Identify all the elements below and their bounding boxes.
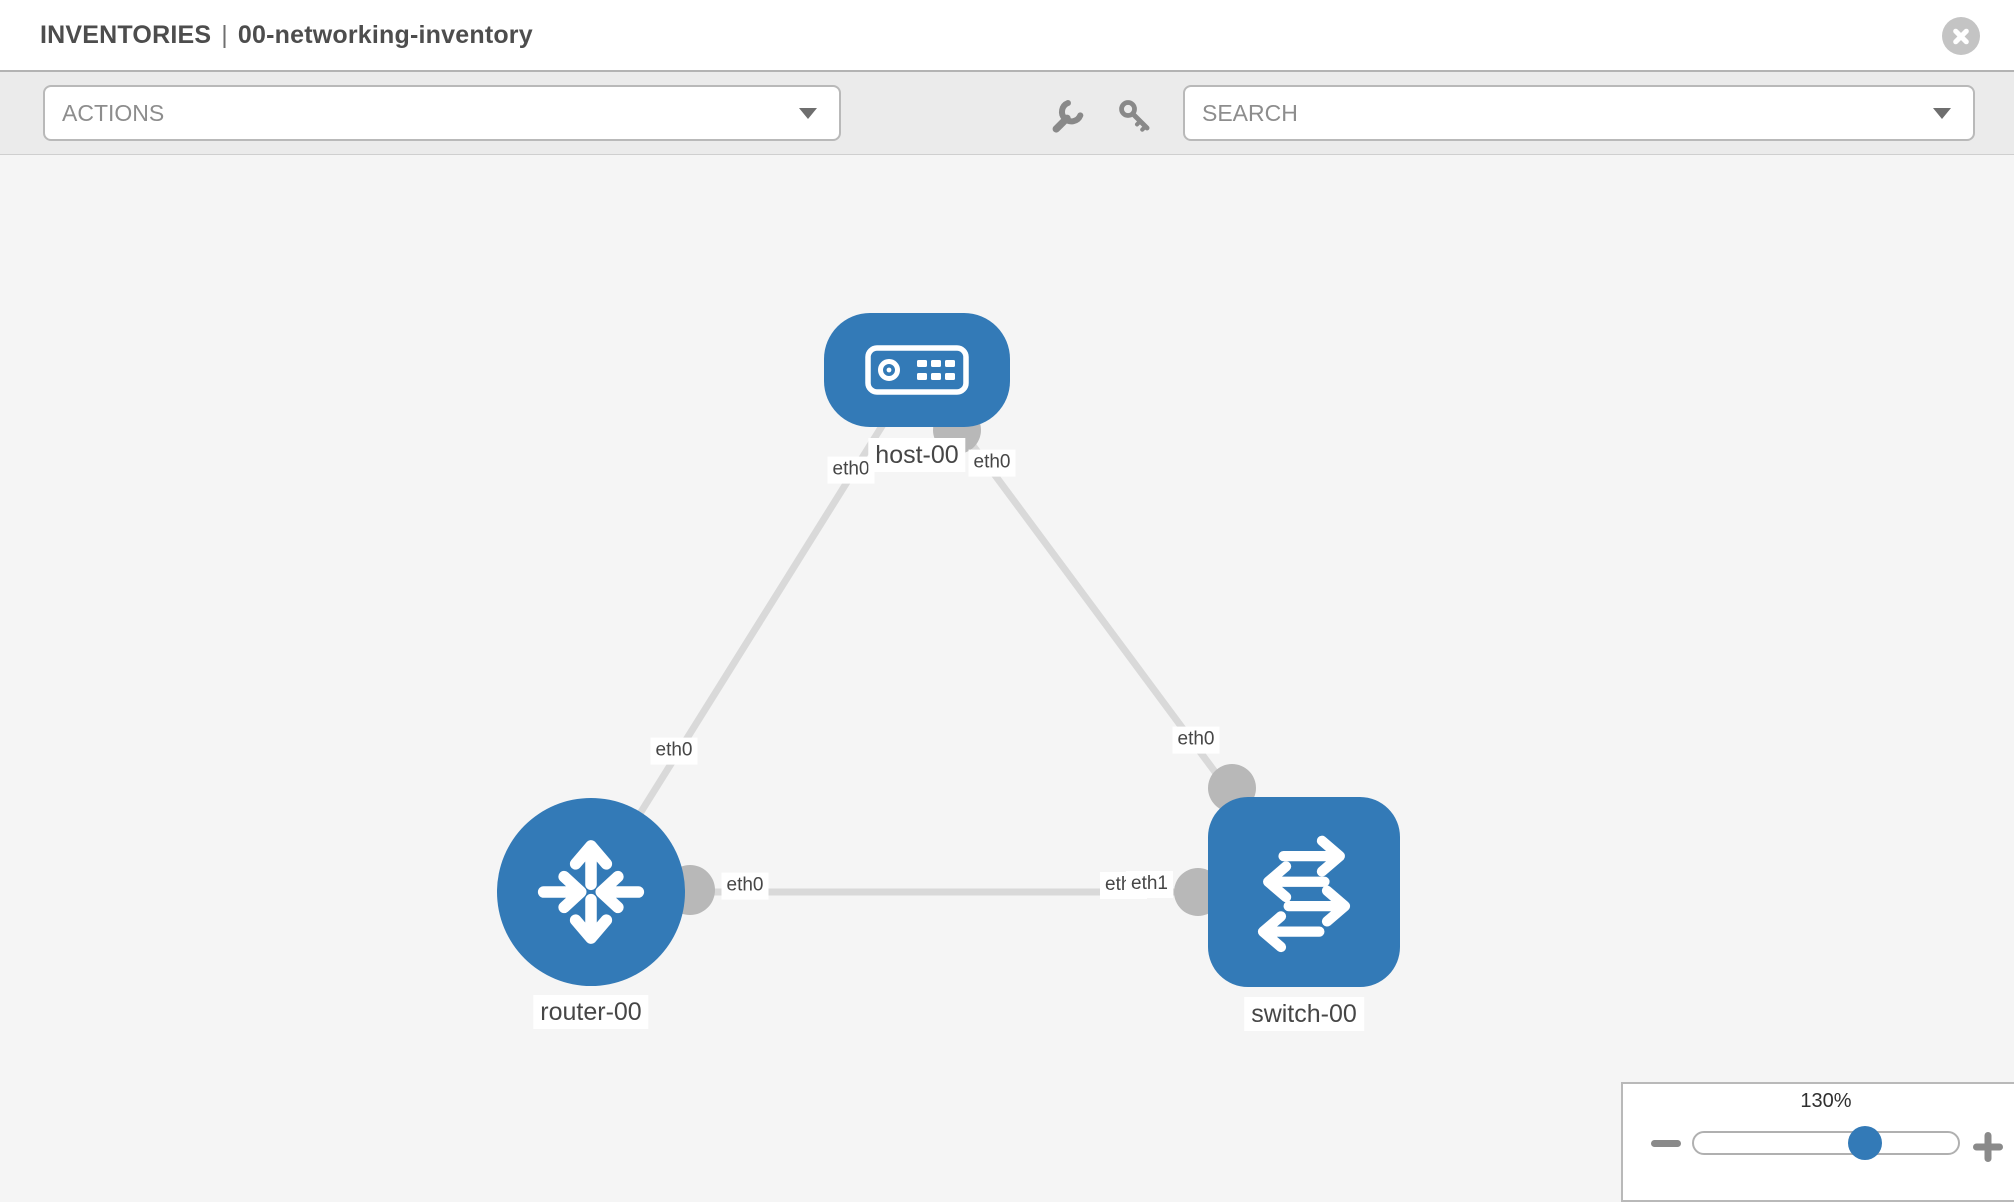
key-icon [1119, 100, 1150, 132]
router-icon [537, 840, 645, 944]
zoom-out-button[interactable] [1649, 1130, 1683, 1159]
chevron-down-icon [799, 108, 817, 119]
host-icon [865, 345, 969, 395]
breadcrumb: INVENTORIES | 00-networking-inventory [40, 0, 533, 70]
node-label-router: router-00 [533, 995, 649, 1029]
tools-button[interactable] [1045, 94, 1089, 138]
zoom-in-button[interactable] [1971, 1130, 2005, 1167]
plus-icon [1973, 1132, 2003, 1162]
breadcrumb-separator: | [221, 20, 228, 49]
node-label-switch: switch-00 [1244, 997, 1364, 1031]
close-button[interactable] [1942, 17, 1980, 55]
switch-icon [1257, 835, 1351, 953]
iface-label: eth0 [1172, 726, 1220, 754]
iface-label: eth0 [968, 449, 1016, 477]
wrench-icon [1052, 100, 1084, 133]
iface-label: eth1 [1126, 871, 1173, 898]
node-switch-00[interactable] [1208, 797, 1400, 987]
iface-label: eth0 [827, 456, 875, 484]
node-host-00[interactable] [824, 313, 1010, 427]
chevron-down-icon [1933, 108, 1951, 119]
minus-icon [1651, 1140, 1681, 1147]
node-label-host: host-00 [868, 438, 966, 472]
breadcrumb-section[interactable]: INVENTORIES [40, 20, 212, 49]
header-bar: INVENTORIES | 00-networking-inventory [0, 0, 2014, 72]
credentials-button[interactable] [1113, 94, 1157, 138]
search-dropdown-label: SEARCH [1202, 99, 1298, 126]
actions-dropdown-label: ACTIONS [62, 99, 165, 126]
actions-dropdown[interactable]: ACTIONS [43, 85, 841, 141]
zoom-panel: 130% [1621, 1082, 2014, 1202]
zoom-level: 130% [1800, 1090, 1852, 1112]
iface-label: eth0 [721, 872, 769, 900]
search-dropdown[interactable]: SEARCH [1183, 85, 1975, 141]
toolbar: ACTIONS SEARCH [0, 72, 2014, 155]
zoom-slider[interactable] [1692, 1131, 1960, 1155]
node-router-00[interactable] [497, 798, 685, 986]
topology-canvas[interactable]: eth0 eth0 eth0 eth0 eth0 eth0 eth1 host-… [0, 155, 2014, 1200]
topology-links-layer [588, 367, 1307, 916]
page-title: 00-networking-inventory [237, 20, 533, 49]
zoom-slider-thumb[interactable] [1848, 1126, 1882, 1160]
iface-label: eth0 [650, 737, 698, 765]
